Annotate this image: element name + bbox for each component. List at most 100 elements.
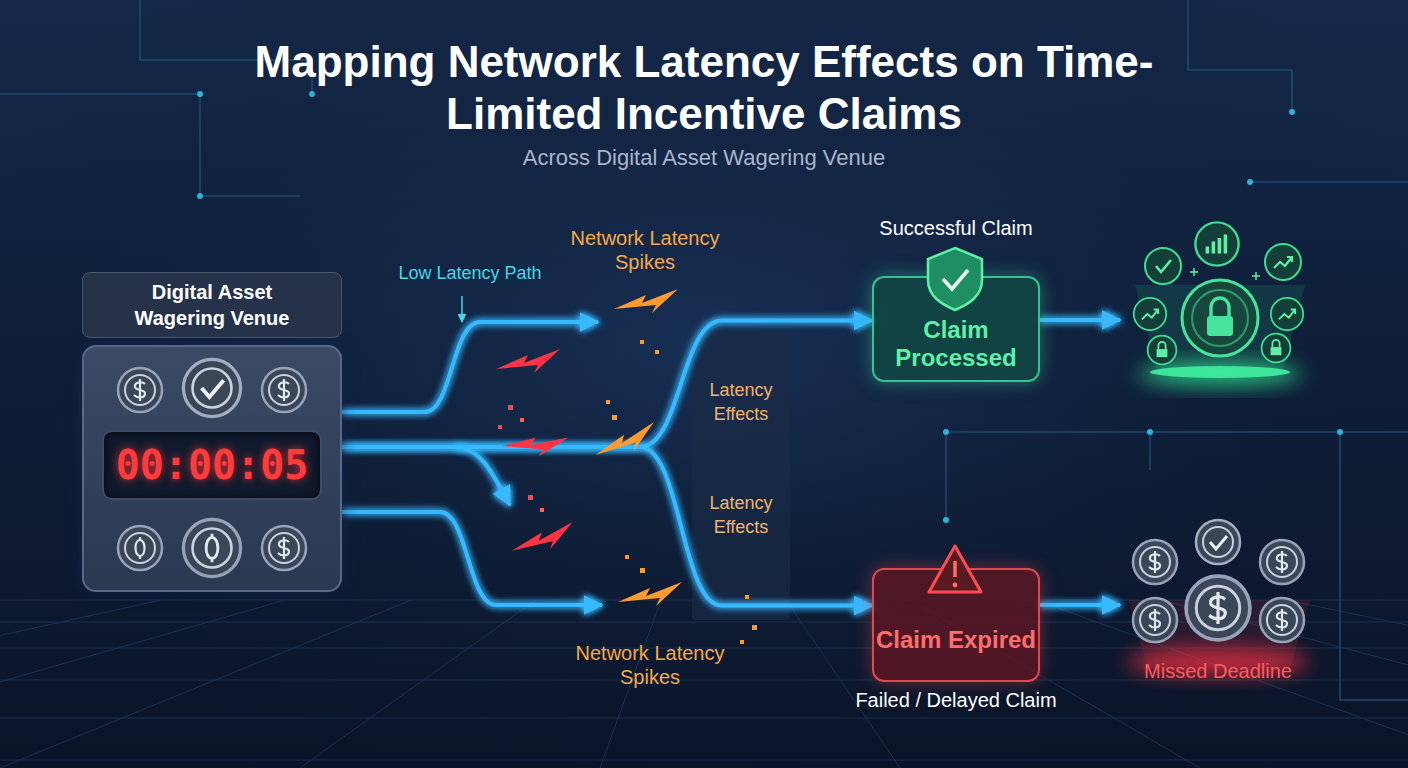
check-icon: [1145, 248, 1181, 284]
debris-bit: [612, 415, 617, 420]
venue-coins: [118, 359, 306, 576]
flow-line: [342, 322, 598, 412]
grid-line: [0, 600, 161, 768]
circuit-trace: [1340, 432, 1408, 700]
lock-ring: [1182, 280, 1258, 356]
debris-bit: [745, 595, 749, 599]
coin-icon: [183, 359, 240, 416]
flow-line: [1040, 318, 1120, 322]
floor-grid: [0, 600, 1408, 768]
countdown-timer: 00:00:05: [102, 430, 322, 500]
lightning-bolt: [618, 582, 682, 606]
debris-bit: [640, 340, 644, 344]
grid-line: [1036, 600, 1408, 768]
grid-line: [600, 600, 661, 768]
circuit-trace: [1149, 432, 1151, 470]
coin-icon: [262, 368, 306, 412]
coin-icon: [262, 526, 306, 570]
lightning-bolt: [509, 522, 576, 555]
grid-line: [0, 680, 1408, 681]
box-caption: Failed / Delayed Claim: [812, 686, 1100, 714]
diagram-title: Mapping Network Latency Effects on Time-…: [224, 36, 1184, 140]
grid-line: [911, 600, 1200, 768]
subtitle: Across Digital Asset Wagering Venue: [404, 142, 1004, 174]
warning-triangle: [929, 546, 981, 592]
grid-line: [0, 600, 285, 768]
circuit-dot: [1289, 109, 1295, 115]
band-label: Latency Effects: [695, 491, 787, 539]
glow-base: [1150, 366, 1290, 378]
shield-icon: [928, 248, 982, 310]
lock-icon: [1148, 336, 1177, 365]
debris-bit: [520, 418, 524, 422]
status-label: Missed Deadline: [1128, 660, 1308, 683]
debris-bit: [540, 508, 544, 512]
grid-line: [0, 718, 1408, 719]
debris-bit: [752, 625, 757, 630]
chart-icon: [1195, 222, 1238, 265]
flow-line: [1040, 603, 1120, 607]
success-box: Successful ClaimClaim Processed: [872, 276, 1040, 382]
grid-line: [0, 600, 411, 768]
flow-arrow: [342, 321, 872, 447]
circuit-dot: [197, 193, 203, 199]
debris-bit: [508, 405, 513, 410]
flow-arrow: [342, 447, 872, 606]
annotation-label: Network Latency Spikes: [555, 226, 735, 274]
flow-line: [455, 447, 510, 505]
expired-box: Claim ExpiredFailed / Delayed Claim: [872, 568, 1040, 682]
lightning-bolt: [496, 349, 560, 373]
debris: [498, 340, 757, 644]
debris-bit: [640, 568, 645, 573]
circuit-trace: [946, 432, 1408, 520]
glow-base: [1126, 648, 1310, 676]
flow-line: [342, 512, 602, 605]
grid-line: [0, 648, 1408, 649]
success-shield: [928, 248, 982, 310]
sparkle: [1190, 268, 1260, 280]
debris-bit: [528, 495, 533, 500]
circuit-traces: [0, 0, 1408, 700]
debris-bit: [655, 350, 659, 354]
flow-lines: [342, 320, 1120, 605]
circuit-dot: [1147, 429, 1153, 435]
lightning-bolt: [614, 289, 678, 313]
circuit-dot: [943, 429, 949, 435]
glow-base: [1138, 362, 1302, 386]
coin-icon: [1260, 598, 1304, 642]
box-heading: Successful Claim: [812, 214, 1100, 242]
lock-icon: [1262, 334, 1291, 363]
pointer-arrow: [461, 296, 463, 322]
glow-beam: [1128, 600, 1310, 668]
coin-icon: [183, 519, 240, 576]
coin-icon: [1260, 540, 1304, 584]
circuit-trace: [140, 0, 312, 94]
lightning-bolt: [501, 426, 568, 461]
coin-icon: [1133, 540, 1177, 584]
chart-icon: [1134, 298, 1166, 330]
debris-bit: [625, 555, 629, 559]
circuit-dot: [1247, 179, 1253, 185]
circuit-trace: [1188, 0, 1292, 112]
circuit-trace: [1250, 181, 1408, 183]
chart-icon: [1265, 244, 1301, 280]
coin-icon: [1186, 576, 1250, 640]
glow-beam: [1135, 285, 1305, 374]
warning-sign: [929, 546, 981, 592]
circuit-dot: [197, 91, 203, 97]
debris-bit: [498, 425, 502, 429]
grid-line: [300, 600, 536, 768]
grid-line: [1161, 600, 1408, 768]
circuit-dot: [1337, 429, 1343, 435]
latency-spikes: [496, 289, 682, 606]
circuit-dot: [309, 91, 315, 97]
warning-mark: [953, 561, 957, 577]
grid-line: [0, 760, 1408, 761]
